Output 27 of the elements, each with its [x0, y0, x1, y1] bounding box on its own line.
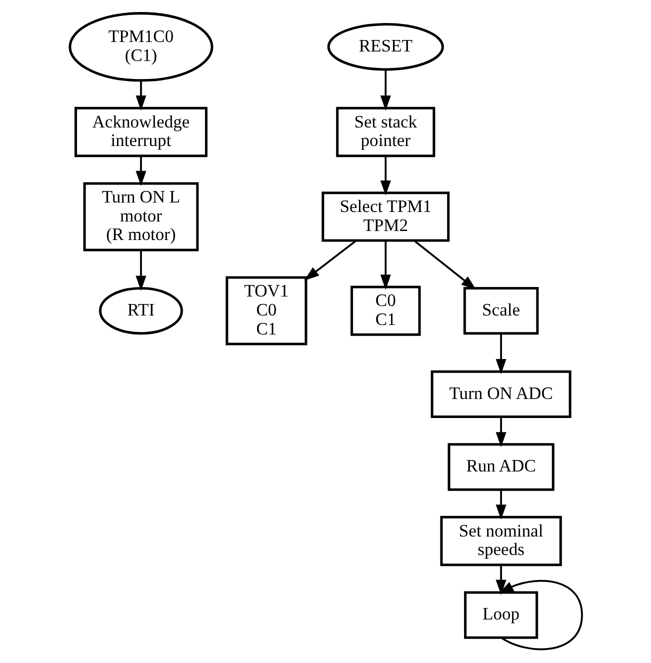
node-box: Scale [462, 286, 538, 335]
arrow [498, 580, 582, 650]
arrow [413, 240, 476, 290]
node-box: Run ADC [447, 443, 554, 491]
node-ellipse: RESET [326, 23, 444, 71]
arrow [495, 490, 506, 520]
node-ellipse: RTI [98, 286, 182, 335]
node-box: C0 C1 [350, 286, 420, 336]
arrow [495, 416, 506, 448]
node-box: Set stack pointer [336, 106, 435, 158]
node-box: Turn ON L motor (R motor) [82, 182, 198, 252]
node-box: Acknowledge interrupt [74, 106, 207, 158]
arrow [135, 250, 146, 291]
node-box: Set nominal speeds [440, 516, 562, 566]
arrow [135, 80, 146, 111]
node-ellipse: TPM1C0 (C1) [68, 12, 213, 82]
node-box: Turn ON ADC [430, 370, 571, 418]
node-box: TOV1 C0 C1 [225, 276, 307, 346]
node-box: Select TPM1 TPM2 [321, 192, 450, 242]
arrow [495, 334, 506, 374]
arrow [495, 564, 506, 595]
arrow [304, 240, 356, 281]
arrow [135, 156, 146, 186]
arrow [380, 70, 390, 111]
arrow [380, 240, 390, 290]
arrow [380, 156, 390, 196]
node-box: Loop [464, 591, 538, 639]
